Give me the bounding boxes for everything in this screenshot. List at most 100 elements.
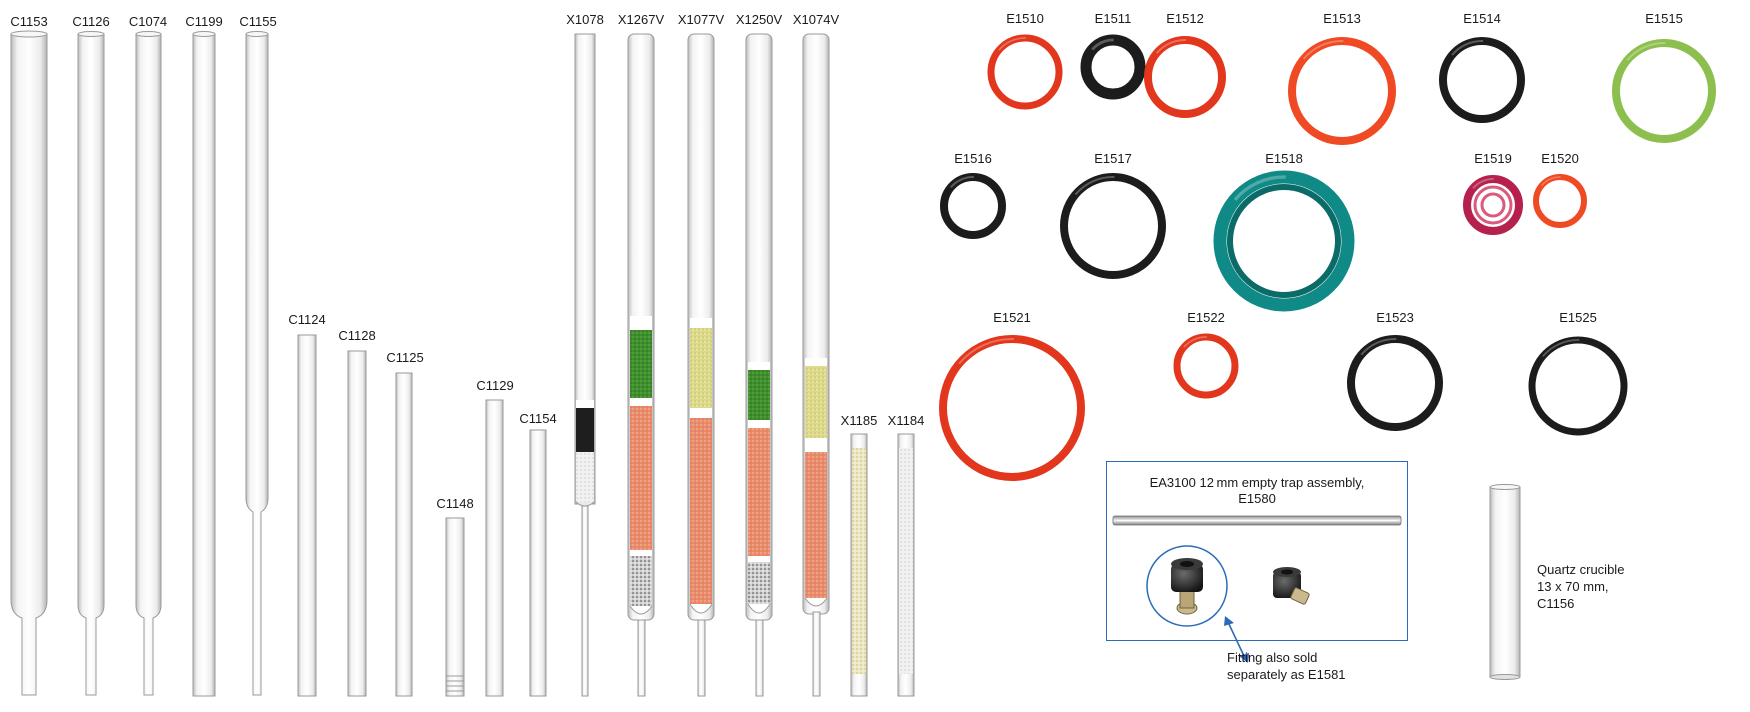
o-ring-body <box>1173 333 1239 399</box>
orange-packing <box>690 418 712 604</box>
o-ring-highlight <box>1063 176 1163 276</box>
tube-label: C1125 <box>386 350 423 365</box>
o-ring-inner <box>1227 184 1341 298</box>
tube-label: X1074V <box>793 12 840 27</box>
orange-packing <box>630 406 652 550</box>
o-ring-label: E1523 <box>1376 310 1414 325</box>
o-ring-body <box>1463 175 1523 235</box>
o-ring-label: E1519 <box>1474 151 1512 166</box>
trap-assembly-drawing <box>1112 515 1402 627</box>
o-ring-e1515: E1515 <box>1612 11 1716 143</box>
tube-x1077v <box>687 33 715 697</box>
o-ring-body <box>939 335 1085 481</box>
o-ring-body <box>1080 34 1146 100</box>
trap-assembly-title: EA3100 12 mm empty trap assembly, E1580 <box>1107 475 1407 507</box>
tube-x1074v <box>802 33 830 697</box>
o-ring-e1525: E1525 <box>1528 310 1628 436</box>
crucible-note-line1: Quartz crucible <box>1537 562 1625 577</box>
o-ring-body <box>1347 335 1443 431</box>
o-ring-body <box>1288 37 1396 145</box>
o-ring-e1523: E1523 <box>1347 310 1443 431</box>
o-ring-label: E1514 <box>1463 11 1501 26</box>
o-ring-highlight <box>1466 178 1520 232</box>
tube-label: C1124 <box>288 312 325 327</box>
tube-label: C1154 <box>519 411 556 426</box>
tube-label: C1148 <box>436 496 473 511</box>
orange-packing <box>805 452 827 598</box>
crucible-note: Quartz crucible 13 x 70 mm, C1156 <box>1537 561 1624 612</box>
tube-label: X1077V <box>678 12 725 27</box>
tube-label: C1155 <box>239 14 276 29</box>
tube-label: X1185 <box>841 413 878 428</box>
o-ring-highlight <box>1218 175 1350 307</box>
tube-label: X1267V <box>618 12 665 27</box>
tube-c1126 <box>77 31 105 696</box>
o-ring-label: E1518 <box>1265 151 1303 166</box>
fitting-note-line2: separately as E1581 <box>1227 667 1346 682</box>
o-ring-label: E1510 <box>1006 11 1044 26</box>
o-ring-label: E1512 <box>1166 11 1204 26</box>
tube-c1074 <box>135 31 162 696</box>
tube-c1154 <box>529 429 547 697</box>
tube-c1155 <box>245 31 269 696</box>
fitting-icon-loose <box>1273 567 1310 605</box>
o-ring-e1519: E1519 <box>1463 151 1523 235</box>
o-ring-highlight <box>1350 338 1440 428</box>
tube-c1125 <box>395 372 413 697</box>
fitting-note-line1: Fitting also sold <box>1227 650 1318 665</box>
tube-c1199 <box>192 31 216 697</box>
o-ring-body <box>1144 36 1226 118</box>
tube-x1267v <box>627 33 655 697</box>
o-ring-label: E1521 <box>993 310 1031 325</box>
o-ring-e1522: E1522 <box>1173 310 1239 399</box>
o-ring-e1511: E1511 <box>1080 11 1146 100</box>
o-ring-label: E1511 <box>1095 11 1132 26</box>
tube-label: X1250V <box>736 12 783 27</box>
fitting-icon <box>1171 558 1203 615</box>
o-ring-e1510: E1510 <box>987 11 1063 110</box>
o-ring-e1518: E1518 <box>1213 151 1355 312</box>
o-ring-e1520: E1520 <box>1533 151 1587 228</box>
o-ring-body <box>1528 336 1628 436</box>
green-packing <box>630 330 652 398</box>
tube-label: X1078 <box>566 12 604 27</box>
sand-packing <box>852 448 866 674</box>
crucible-note-line2: 13 x 70 mm, <box>1537 579 1609 594</box>
black-packing <box>576 408 594 452</box>
grey-packing <box>630 556 652 606</box>
tube-c1128 <box>347 350 367 697</box>
o-ring-body <box>1439 37 1525 123</box>
tube-c1148 <box>445 517 465 697</box>
white-packing <box>899 448 913 674</box>
tube-label: C1153 <box>10 14 47 29</box>
tube-label: C1199 <box>185 14 222 29</box>
o-ring-label: E1517 <box>1094 151 1132 166</box>
double-arrow-icon <box>1224 616 1249 663</box>
o-ring-highlight <box>1442 40 1522 120</box>
o-ring-stack-layer <box>1480 192 1506 218</box>
tube-x1250v <box>745 33 773 697</box>
yellow-packing <box>690 328 712 408</box>
grey-packing <box>748 562 770 604</box>
o-ring-e1517: E1517 <box>1060 151 1166 279</box>
o-ring-label: E1520 <box>1541 151 1579 166</box>
tube-c1153 <box>10 30 48 696</box>
tube-x1184 <box>897 433 915 697</box>
o-ring-label: E1513 <box>1323 11 1361 26</box>
tube-c1124 <box>297 334 317 697</box>
o-ring-highlight <box>1531 339 1625 433</box>
trap-assembly-panel: EA3100 12 mm empty trap assembly, E1580 <box>1106 461 1408 641</box>
trap-tube <box>1112 515 1402 526</box>
o-ring-body <box>987 34 1063 110</box>
orange-packing <box>748 428 770 556</box>
o-ring-label: E1515 <box>1645 11 1683 26</box>
o-ring-label: E1516 <box>954 151 992 166</box>
tube-label: C1126 <box>72 14 109 29</box>
o-ring-label: E1525 <box>1559 310 1597 325</box>
crucible-note-line3: C1156 <box>1537 596 1575 611</box>
o-ring-body <box>1060 173 1166 279</box>
o-ring-e1514: E1514 <box>1439 11 1525 123</box>
tube-label: X1184 <box>888 413 925 428</box>
